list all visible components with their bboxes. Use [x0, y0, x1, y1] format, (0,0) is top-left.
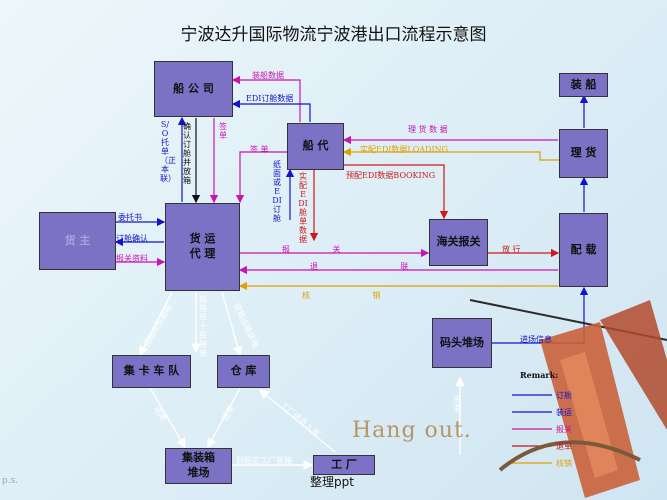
- node-ship-agent: 船 代: [287, 123, 344, 170]
- edge-white-3: [221, 291, 243, 357]
- label-so-booking: S/O托单（正本联）: [160, 120, 176, 183]
- label-loading-data: 装船数据: [252, 71, 284, 80]
- edge-edi-booking: [231, 99, 311, 122]
- label-declare: 报 关: [282, 245, 341, 254]
- edge-pre-booking: [344, 164, 449, 220]
- node-customs: 海关报关: [429, 219, 488, 266]
- label-entrust: 委托书: [118, 213, 142, 222]
- node-container-yard: 集装箱 堆场: [165, 448, 232, 484]
- watermark-text: Hang out.: [352, 418, 472, 443]
- label-actual-loading: 实配EDI数据LOADING: [360, 145, 449, 154]
- node-stowage: 配 载: [559, 213, 608, 287]
- node-tally: 理 货: [559, 129, 608, 178]
- edge-actual-loading: [342, 147, 560, 161]
- node-terminal-yard: 码头堆场: [432, 318, 492, 368]
- edge-loading-data: [231, 75, 301, 122]
- label-to-factory: 到指定工厂装箱: [236, 456, 292, 465]
- edge-sign-bill-h: [235, 151, 287, 204]
- label-tally-data: 理 货 数 据: [408, 125, 448, 134]
- legend-title: Remark:: [520, 370, 559, 380]
- label-booking-confirm: 订舱确认: [116, 234, 148, 243]
- label-customs-docs: 报关资料: [116, 254, 148, 263]
- legend-item-4: 核销: [556, 459, 572, 468]
- node-shipper: 货 主: [39, 212, 116, 270]
- label-paper-edi: 纸面或EDI订舱: [272, 160, 282, 223]
- label-pre-booking: 预配EDI数据BOOKING: [346, 171, 436, 180]
- label-write-off: 核 销: [302, 291, 381, 300]
- corner-mark: p.s.: [2, 476, 19, 486]
- legend-lines: [512, 394, 552, 464]
- label-pickup-mid: 提箱单十装箱单: [199, 295, 207, 358]
- node-loading: 装 船: [559, 73, 608, 97]
- label-edi-booking: EDI订舱数据: [246, 94, 294, 103]
- label-release: 放 行: [502, 245, 521, 254]
- legend-item-3: 退单: [556, 442, 572, 451]
- edge-white-7: [258, 389, 336, 453]
- node-factory: 工 厂: [313, 455, 375, 475]
- label-sign-bill-h: 签 单: [250, 145, 269, 154]
- footer-text: 整理ppt: [310, 475, 354, 489]
- legend-item-2: 报关: [556, 425, 572, 434]
- node-warehouse: 仓 库: [217, 355, 270, 388]
- node-truck-team: 集 卡 车 队: [112, 355, 191, 388]
- edge-white-4: [149, 387, 186, 449]
- edge-white-1: [139, 291, 173, 357]
- label-yard-side: 进港: [453, 395, 461, 413]
- label-entry-info: 进场信息: [520, 335, 552, 344]
- node-shipping-company: 船 公 司: [154, 61, 233, 117]
- label-actual-edi: 实配EDI舱单数据: [298, 172, 308, 244]
- legend-item-1: 装运: [556, 408, 572, 417]
- legend-item-0: 订舱: [556, 391, 572, 400]
- label-confirm-release: 确认订舱并放箱: [183, 122, 191, 185]
- label-sign-bill-v: 签单: [219, 122, 227, 140]
- page-title: 宁波达升国际物流宁波港出口流程示意图: [180, 25, 487, 45]
- edge-white-5: [207, 387, 241, 449]
- clothespin-image: [469, 299, 667, 498]
- label-return: 退 联: [310, 262, 409, 271]
- node-forwarder: 货 运 代 理: [165, 203, 240, 291]
